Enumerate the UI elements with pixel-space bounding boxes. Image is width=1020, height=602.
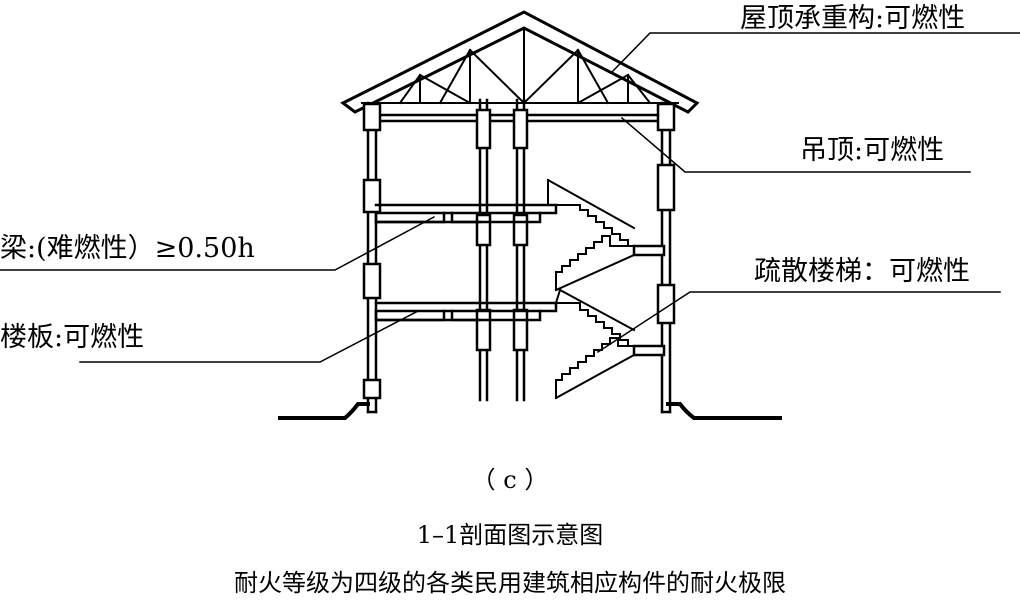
roof-truss — [361, 27, 679, 105]
roof — [340, 10, 700, 114]
floor-slab-1 — [374, 301, 558, 322]
interior-walls — [475, 98, 529, 402]
stair-landings — [632, 244, 666, 357]
ground-left — [278, 402, 370, 420]
exterior-wall-right — [366, 101, 676, 414]
leader-roof — [610, 32, 1020, 74]
floor-slab-2 — [374, 203, 558, 224]
leader-lines — [0, 32, 1020, 363]
ground-right — [666, 402, 782, 420]
section-title: 1–1剖面图示意图 — [416, 521, 604, 549]
evacuation-stairs — [546, 178, 636, 400]
leader-beam — [0, 215, 436, 271]
label-roof-structure: 屋顶承重构:可燃性 — [740, 3, 966, 34]
label-ceiling: 吊顶:可燃性 — [800, 135, 945, 166]
figure-description: 耐火等级为四级的各类民用建筑相应构件的耐火极限 — [234, 569, 786, 597]
leader-stair — [596, 291, 1001, 354]
leader-floor — [79, 309, 420, 363]
label-evacuation-stair: 疏散楼梯：可燃性 — [754, 256, 970, 287]
leader-ceiling — [620, 116, 971, 173]
label-beam: 梁:(难燃性）≥0.50h — [0, 233, 255, 264]
label-floor-slab: 楼板:可燃性 — [0, 322, 145, 353]
figure-tag: （ c ） — [471, 466, 549, 494]
exterior-wall-left — [362, 101, 382, 414]
